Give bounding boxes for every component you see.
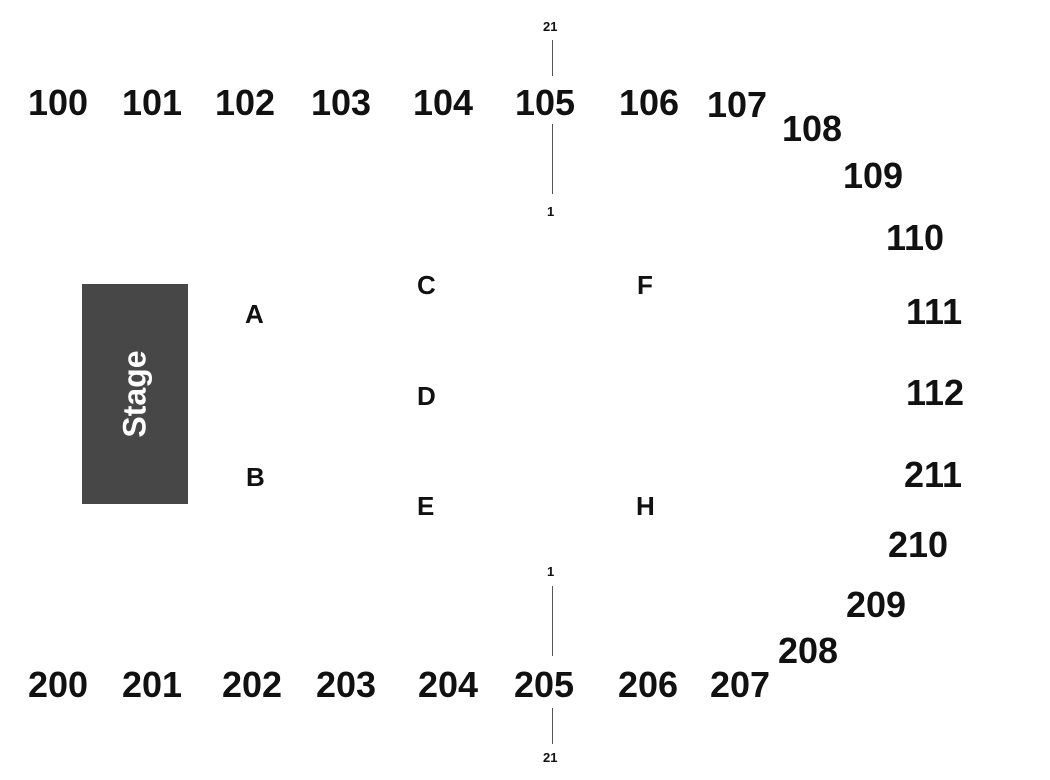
- aisle-line-top-upper: [552, 40, 553, 76]
- floor-section-a[interactable]: A: [245, 299, 264, 329]
- section-110[interactable]: 110: [886, 217, 945, 258]
- section-102[interactable]: 102: [215, 82, 276, 123]
- section-205[interactable]: 205: [514, 664, 575, 705]
- aisle-line-bottom-lower: [552, 708, 553, 744]
- aisle-line-bottom-upper: [552, 586, 553, 656]
- section-107[interactable]: 107: [707, 84, 768, 125]
- section-111[interactable]: 111: [906, 291, 963, 332]
- stage[interactable]: Stage: [82, 284, 188, 504]
- section-100[interactable]: 100: [28, 82, 89, 123]
- floor-section-e[interactable]: E: [417, 491, 435, 521]
- row-marker-bottom-21: 21: [543, 750, 558, 765]
- section-200[interactable]: 200: [28, 664, 89, 705]
- floor-section-h[interactable]: H: [636, 491, 655, 521]
- floor-section-c[interactable]: C: [417, 270, 436, 300]
- aisle-line-top-lower: [552, 124, 553, 194]
- section-101[interactable]: 101: [122, 82, 183, 123]
- row-marker-top-21: 21: [543, 19, 558, 34]
- section-105[interactable]: 105: [515, 82, 576, 123]
- floor-section-d[interactable]: D: [417, 381, 436, 411]
- section-211[interactable]: 211: [904, 454, 963, 495]
- section-208[interactable]: 208: [778, 630, 839, 671]
- section-204[interactable]: 204: [418, 664, 479, 705]
- section-201[interactable]: 201: [122, 664, 183, 705]
- row-marker-top-1: 1: [547, 204, 555, 219]
- row-marker-bottom-1: 1: [547, 564, 555, 579]
- stage-label: Stage: [116, 350, 153, 438]
- section-207[interactable]: 207: [710, 664, 771, 705]
- section-104[interactable]: 104: [413, 82, 474, 123]
- floor-section-f[interactable]: F: [637, 270, 653, 300]
- section-112[interactable]: 112: [906, 372, 965, 413]
- section-103[interactable]: 103: [311, 82, 372, 123]
- section-206[interactable]: 206: [618, 664, 679, 705]
- floor-section-b[interactable]: B: [246, 462, 265, 492]
- section-109[interactable]: 109: [843, 155, 904, 196]
- section-210[interactable]: 210: [888, 524, 949, 565]
- section-209[interactable]: 209: [846, 584, 907, 625]
- section-106[interactable]: 106: [619, 82, 680, 123]
- section-202[interactable]: 202: [222, 664, 283, 705]
- section-203[interactable]: 203: [316, 664, 377, 705]
- section-108[interactable]: 108: [782, 108, 843, 149]
